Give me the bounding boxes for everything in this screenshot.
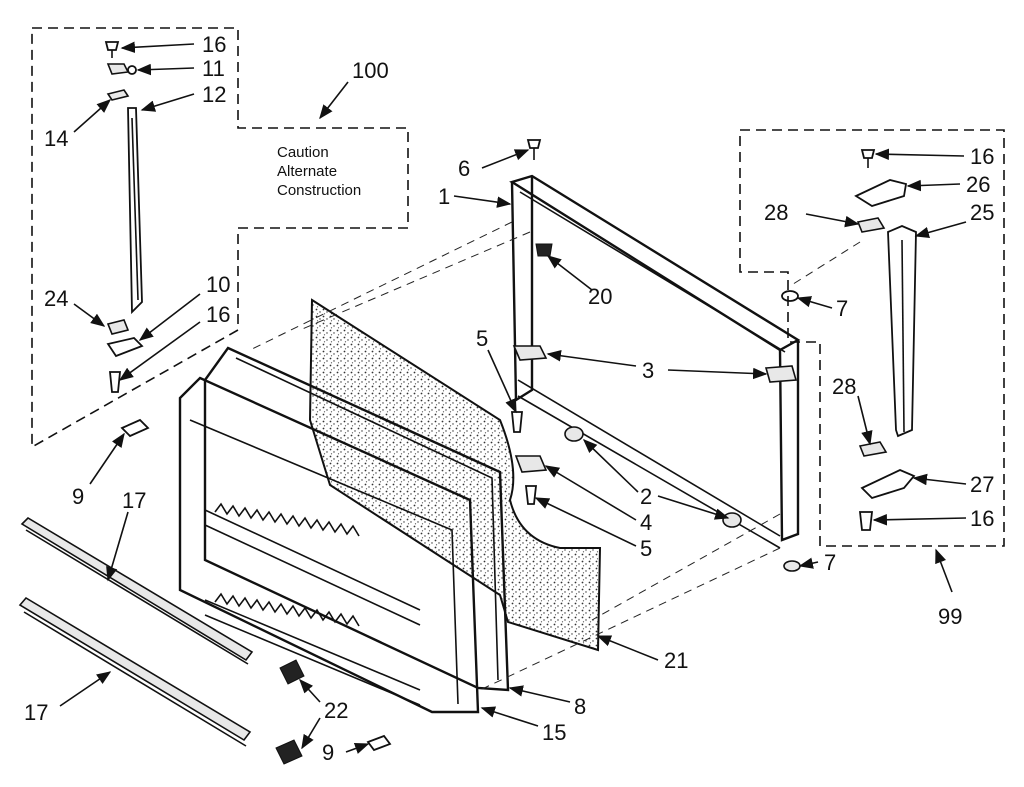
- left-hinge-assembly: [104, 41, 144, 393]
- callout-16-right-top: 16: [970, 144, 994, 169]
- screw-16-top-right: [860, 149, 876, 159]
- hinge-bracket-right-3: [764, 365, 798, 383]
- spacer-24: [106, 319, 130, 335]
- end-cap-lower: [275, 739, 303, 765]
- door-shelf-ribs: [204, 502, 421, 706]
- callout-27: 27: [970, 472, 994, 497]
- hinge-cap-11: [106, 63, 130, 75]
- callout-26: 26: [966, 172, 990, 197]
- callout-12: 12: [202, 82, 226, 107]
- callout-22: 22: [324, 698, 348, 723]
- door-liner-assembly: [178, 298, 602, 714]
- caution-note: Caution Alternate Construction: [277, 144, 361, 199]
- callout-9-upper: 9: [72, 484, 84, 509]
- shim-14: [106, 89, 130, 101]
- callout-17-upper: 17: [122, 488, 146, 513]
- callout-11: 11: [202, 56, 225, 81]
- screw-5-lower: [524, 485, 538, 505]
- caution-note-line-1: Caution: [277, 144, 329, 161]
- top-hinge-26: [854, 179, 908, 207]
- door-stop-2-left: [564, 426, 584, 442]
- callout-6: 6: [458, 156, 470, 181]
- callout-99: 99: [938, 604, 962, 629]
- callout-9-lower: 9: [322, 740, 334, 765]
- insulation-panel: [308, 298, 602, 652]
- callout-20: 20: [588, 284, 612, 309]
- bottom-hinge-27: [860, 469, 916, 500]
- callout-16: 16: [202, 32, 226, 57]
- callout-7-upper: 7: [836, 296, 848, 321]
- callout-21: 21: [664, 648, 688, 673]
- right-hinge-kit-boundary: [739, 129, 1005, 547]
- hinge-plate-10: [106, 337, 144, 358]
- screw-9-upper: [120, 418, 150, 438]
- trim-strip-upper: [20, 516, 254, 662]
- end-cap-upper: [279, 659, 305, 685]
- callout-4: 4: [640, 510, 652, 535]
- door-stop-2-right: [722, 512, 742, 528]
- cap-7-bottom: [783, 560, 801, 572]
- callout-28-upper: 28: [764, 200, 788, 225]
- callout-7-lower: 7: [824, 550, 836, 575]
- handle-bar-25: [887, 225, 917, 438]
- screw-9-lower: [366, 734, 392, 752]
- callout-14: 14: [44, 126, 68, 151]
- callout-1: 1: [438, 184, 450, 209]
- trim-strip-lower: [18, 596, 252, 742]
- callout-25: 25: [970, 200, 994, 225]
- callout-2: 2: [640, 484, 652, 509]
- callout-5-upper: 5: [476, 326, 488, 351]
- door-frame: [509, 139, 801, 572]
- screw-16-top-left: [104, 41, 120, 51]
- callout-16-right-bottom: 16: [970, 506, 994, 531]
- hinge-bracket-left-3: [512, 345, 548, 361]
- cap-7-top: [781, 290, 799, 302]
- door-liner: [178, 376, 480, 714]
- alternate-construction-boundary: [31, 27, 409, 449]
- screw-16-bottom-right: [858, 511, 874, 531]
- callout-labels: 16 11 12 14 100 24 10 16 9 17 17 22 9 15…: [24, 32, 994, 765]
- screw-6: [526, 139, 542, 149]
- callout-15: 15: [542, 720, 566, 745]
- assembly-guide-lines: [249, 221, 861, 691]
- callout-28-lower: 28: [832, 374, 856, 399]
- callout-8: 8: [574, 694, 586, 719]
- shim-28-bottom: [858, 441, 888, 457]
- callout-100: 100: [352, 58, 389, 83]
- bumper-20: [535, 243, 553, 257]
- callout-5-lower: 5: [640, 536, 652, 561]
- right-hinge-assembly: [854, 149, 917, 531]
- callout-3: 3: [642, 358, 654, 383]
- callout-17-lower: 17: [24, 700, 48, 725]
- callout-24: 24: [44, 286, 68, 311]
- callout-16-left-bottom: 16: [206, 302, 230, 327]
- caution-note-line-3: Construction: [277, 182, 361, 199]
- screw-16-bottom-left: [109, 371, 121, 393]
- leader-arrows: [59, 41, 967, 754]
- shim-28-top: [856, 217, 886, 233]
- caution-note-line-2: Alternate: [277, 163, 337, 180]
- callout-10: 10: [206, 272, 230, 297]
- screw-5-upper: [511, 411, 523, 433]
- clip-4: [514, 455, 548, 473]
